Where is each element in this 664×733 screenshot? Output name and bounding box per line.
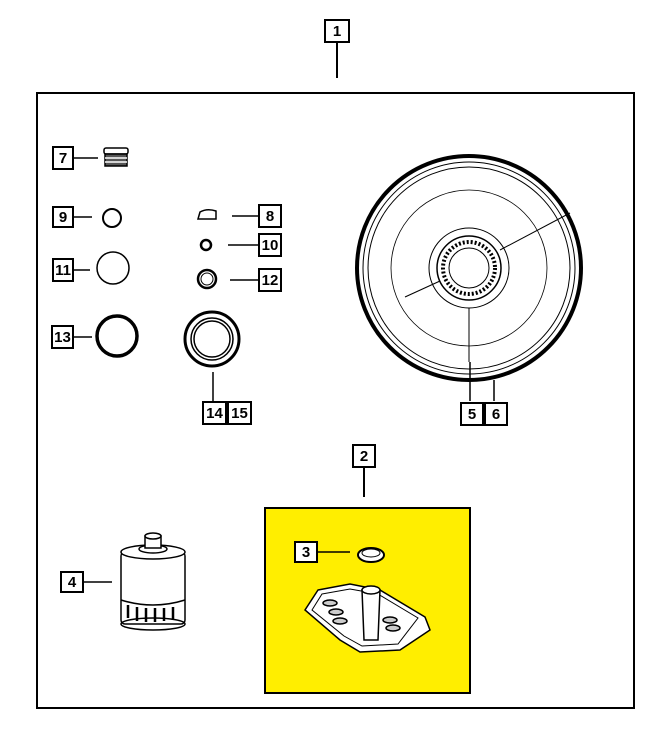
seal-part-3 [357, 547, 385, 563]
seal-part-10 [199, 238, 213, 252]
callout-11: 11 [52, 258, 74, 282]
callout-10: 10 [258, 233, 282, 257]
plug-part-7 [103, 147, 129, 167]
callout-2: 2 [352, 444, 376, 468]
callout-3: 3 [294, 541, 318, 563]
seal-part-14-15 [183, 310, 241, 368]
callout-9: 9 [52, 206, 74, 228]
callout-13: 13 [51, 325, 74, 349]
seal-part-12 [196, 268, 218, 290]
callout-1: 1 [324, 19, 350, 43]
o-ring-part-13 [95, 314, 139, 358]
key-part-8 [197, 208, 217, 220]
o-ring-part-11 [96, 251, 130, 285]
assembly-frame [36, 92, 635, 709]
callout-15: 15 [227, 401, 252, 425]
callout-6: 6 [484, 402, 508, 426]
oil-filter-part-4 [120, 532, 186, 631]
callout-5: 5 [460, 402, 484, 426]
torque-converter-part-5-6 [355, 154, 583, 382]
callout-12: 12 [258, 268, 282, 292]
o-ring-part-9 [102, 208, 122, 228]
callout-14: 14 [202, 401, 227, 425]
transmission-filter [304, 583, 431, 653]
callout-8: 8 [258, 204, 282, 228]
callout-4: 4 [60, 571, 84, 593]
callout-7: 7 [52, 146, 74, 170]
